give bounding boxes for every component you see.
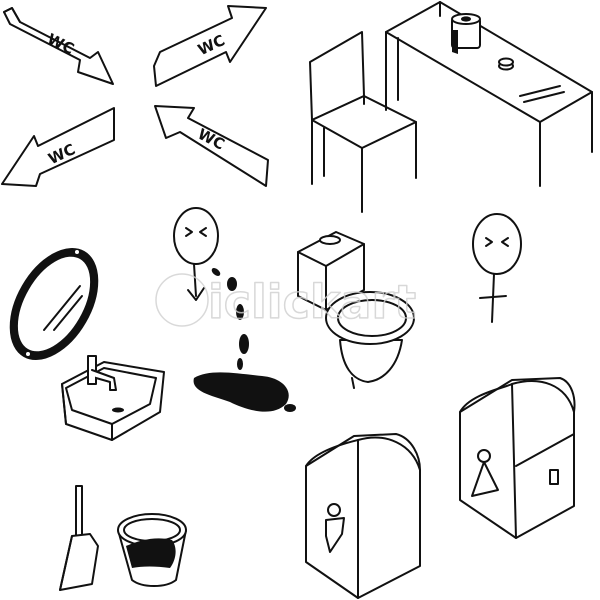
wc-arrow-sign-top-right: WC: [153, 5, 267, 87]
stall-icon: [305, 433, 421, 599]
mirror-icon: [9, 248, 99, 360]
arrow-sign-icon: [153, 5, 267, 87]
toilet-icon: [297, 231, 415, 389]
arrow-sign-icon: [1, 107, 115, 187]
stall-icon: [459, 377, 576, 539]
male-symbol-icon: [173, 207, 219, 301]
puddle-icon: [193, 268, 296, 412]
table-icon: [385, 1, 593, 187]
toilet-paper-icon: [451, 13, 481, 54]
watermark-text: iclickart: [208, 275, 416, 329]
sink-icon: [61, 355, 165, 441]
wc-arrow-sign-bottom-right: WC: [154, 105, 269, 187]
dustpan-icon: [59, 485, 99, 591]
female-symbol-icon: [472, 213, 522, 323]
arrow-sign-icon: [154, 105, 269, 187]
wc-arrow-sign-bottom-left: WC: [1, 107, 115, 187]
bucket-icon: [117, 513, 187, 587]
coin-icon: [498, 57, 514, 71]
watermark-logo: iclickart: [155, 273, 417, 330]
wc-arrow-sign-top-left: WC: [3, 7, 114, 85]
chair-icon: [309, 31, 417, 213]
